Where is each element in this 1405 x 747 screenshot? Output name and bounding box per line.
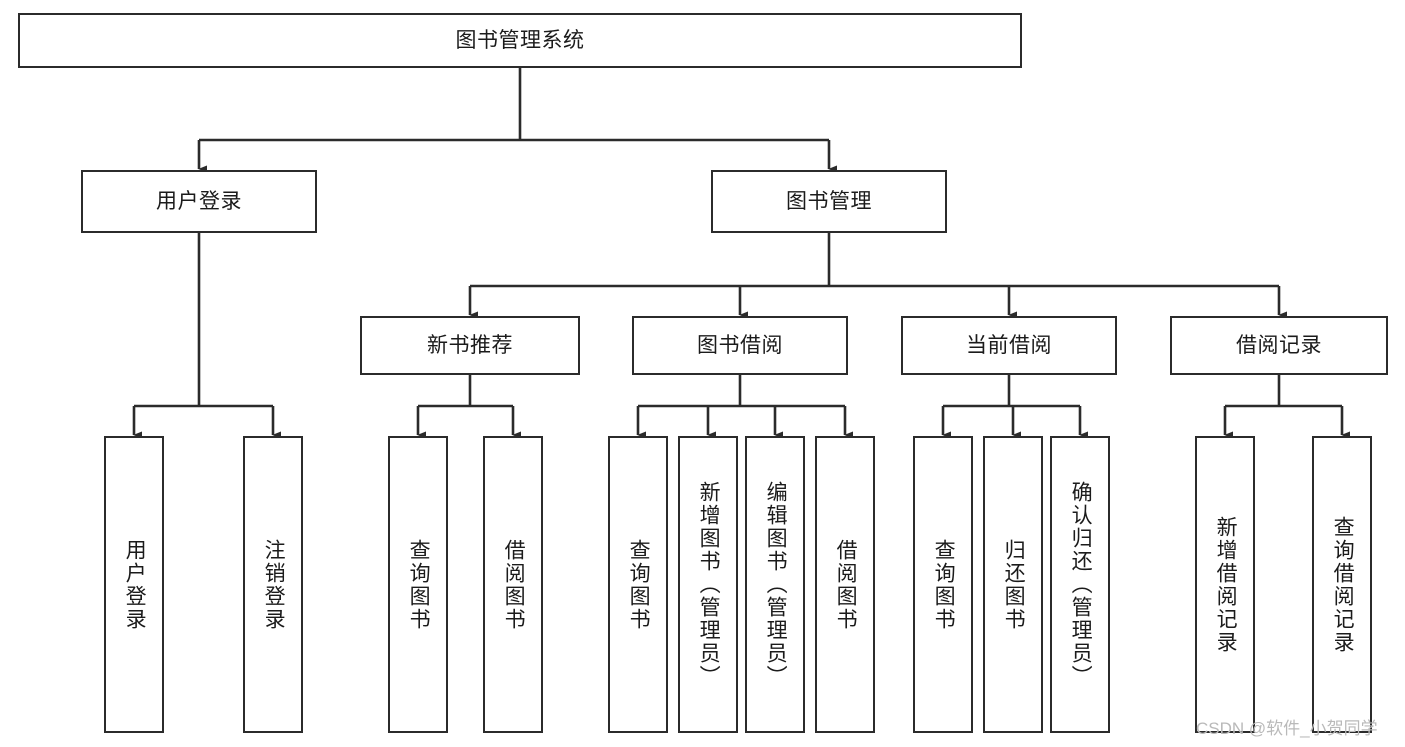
leaf-current-confirm-return-admin[interactable]: 确认归还（管理员） [1050, 436, 1110, 733]
node-user-login[interactable]: 用户登录 [81, 170, 317, 233]
node-user-login-label: 用户登录 [156, 189, 242, 213]
leaf-borrow-query-book[interactable]: 查询图书 [608, 436, 668, 733]
leaf-record-query-borrow-record-label: 查询借阅记录 [1331, 515, 1355, 654]
leaf-current-confirm-return-admin-label: 确认归还（管理员） [1069, 481, 1093, 688]
node-current-borrow-label: 当前借阅 [966, 333, 1052, 357]
leaf-record-add-borrow-record[interactable]: 新增借阅记录 [1195, 436, 1255, 733]
leaf-recommend-borrow-book-label: 借阅图书 [502, 538, 526, 631]
node-borrow-record[interactable]: 借阅记录 [1170, 316, 1388, 375]
node-book-borrow-label: 图书借阅 [697, 333, 783, 357]
leaf-user-logout[interactable]: 注销登录 [243, 436, 303, 733]
leaf-borrow-do-borrow-label: 借阅图书 [834, 538, 858, 631]
node-root-label: 图书管理系统 [455, 28, 585, 52]
leaf-current-return-book-label: 归还图书 [1002, 538, 1026, 631]
leaf-record-add-borrow-record-label: 新增借阅记录 [1214, 515, 1238, 654]
node-new-book-recommend[interactable]: 新书推荐 [360, 316, 580, 375]
leaf-current-query-book[interactable]: 查询图书 [913, 436, 973, 733]
leaf-recommend-query-book[interactable]: 查询图书 [388, 436, 448, 733]
leaf-current-query-book-label: 查询图书 [932, 538, 956, 631]
leaf-current-return-book[interactable]: 归还图书 [983, 436, 1043, 733]
leaf-user-login-label: 用户登录 [123, 538, 147, 631]
node-borrow-record-label: 借阅记录 [1236, 333, 1322, 357]
leaf-recommend-query-book-label: 查询图书 [407, 538, 431, 631]
leaf-recommend-borrow-book[interactable]: 借阅图书 [483, 436, 543, 733]
node-book-borrow[interactable]: 图书借阅 [632, 316, 848, 375]
node-current-borrow[interactable]: 当前借阅 [901, 316, 1117, 375]
node-root[interactable]: 图书管理系统 [18, 13, 1022, 68]
leaf-borrow-do-borrow[interactable]: 借阅图书 [815, 436, 875, 733]
leaf-user-logout-label: 注销登录 [262, 538, 286, 631]
leaf-record-query-borrow-record[interactable]: 查询借阅记录 [1312, 436, 1372, 733]
leaf-borrow-add-book-admin-label: 新增图书（管理员） [697, 481, 721, 688]
connector-group [132, 68, 1351, 439]
node-new-book-recommend-label: 新书推荐 [427, 333, 513, 357]
node-book-management[interactable]: 图书管理 [711, 170, 947, 233]
leaf-borrow-edit-book-admin[interactable]: 编辑图书（管理员） [745, 436, 805, 733]
leaf-borrow-query-book-label: 查询图书 [627, 538, 651, 631]
leaf-borrow-add-book-admin[interactable]: 新增图书（管理员） [678, 436, 738, 733]
leaf-user-login[interactable]: 用户登录 [104, 436, 164, 733]
leaf-borrow-edit-book-admin-label: 编辑图书（管理员） [764, 481, 788, 688]
node-book-management-label: 图书管理 [786, 189, 872, 213]
